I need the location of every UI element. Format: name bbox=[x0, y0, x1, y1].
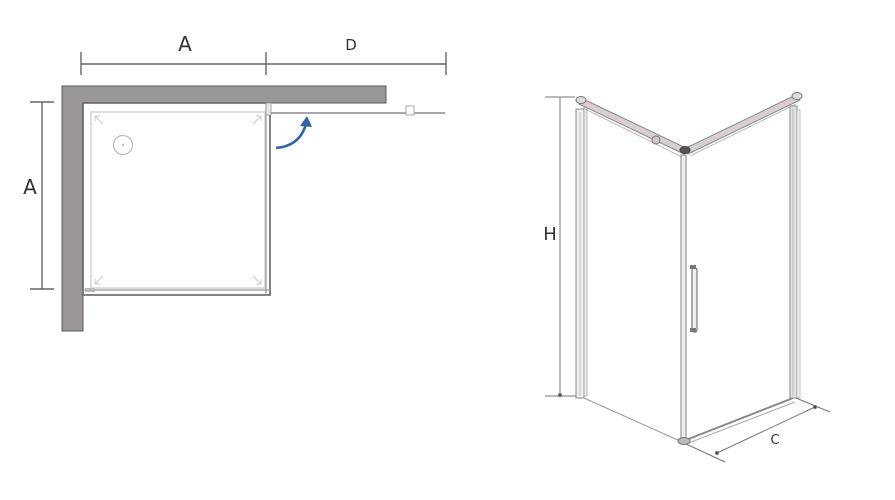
plan-view: A D A bbox=[23, 32, 447, 332]
door-open-position bbox=[265, 102, 445, 116]
dimension-label-d: D bbox=[345, 36, 357, 54]
door-handle-icon bbox=[690, 265, 698, 333]
top-rail bbox=[575, 92, 803, 158]
door-panel bbox=[677, 154, 796, 445]
dimension-label-h: H bbox=[543, 224, 557, 245]
side-panel-left bbox=[575, 103, 681, 442]
left-dimension bbox=[30, 101, 54, 290]
drain-icon bbox=[112, 134, 134, 156]
height-dimension bbox=[545, 96, 580, 398]
side-panel-right bbox=[789, 105, 801, 399]
dimension-label-a-left: A bbox=[23, 175, 37, 199]
depth-dimension bbox=[685, 397, 831, 463]
dimension-label-c: C bbox=[770, 433, 779, 448]
door-swing-arrow-icon bbox=[275, 116, 312, 150]
dimension-label-a-top: A bbox=[178, 32, 192, 56]
perspective-view: H bbox=[543, 92, 831, 463]
top-dimension bbox=[80, 52, 447, 75]
shower-tray bbox=[82, 102, 271, 296]
